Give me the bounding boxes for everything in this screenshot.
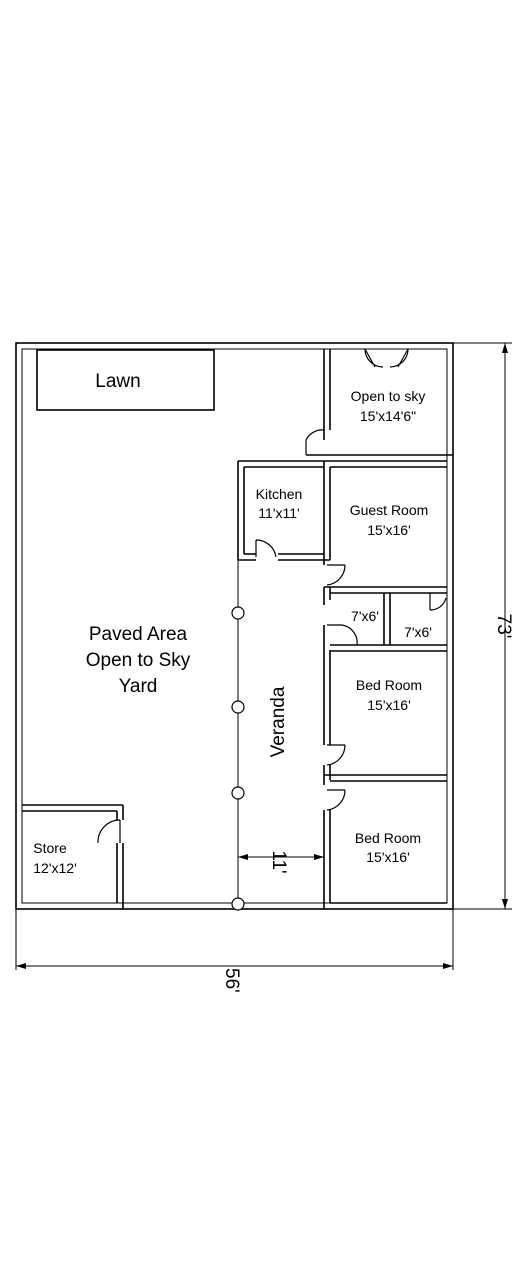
open-sky-size: 15'x14'6"	[360, 408, 416, 424]
kitchen-name: Kitchen	[256, 486, 303, 502]
guest-bath-walls	[324, 466, 447, 652]
veranda-posts	[231, 560, 245, 911]
veranda-post	[231, 700, 245, 714]
dimension-lines	[15, 342, 512, 970]
bed1-size: 15'x16'	[367, 697, 411, 713]
open-to-sky-walls	[238, 349, 453, 462]
veranda-post	[231, 897, 245, 911]
paved-label-line1: Paved Area	[89, 624, 188, 645]
paved-label-line2: Open to Sky	[86, 650, 191, 671]
outer-walls	[15, 342, 454, 910]
store-walls	[22, 804, 124, 909]
guest-room-name: Guest Room	[350, 502, 429, 518]
paved-area-label: Paved Area Open to Sky Yard	[86, 624, 191, 697]
lawn-area	[36, 349, 215, 411]
kitchen-walls	[237, 461, 330, 561]
paved-label-line3: Yard	[119, 676, 158, 697]
depth-dimension: 73'	[493, 614, 514, 639]
bed2-name: Bed Room	[355, 830, 421, 846]
bed1-name: Bed Room	[356, 677, 422, 693]
bath1-size: 7'x6'	[351, 608, 379, 624]
bedroom-walls	[324, 774, 447, 904]
width-dimension: 56'	[221, 968, 242, 993]
guest-room-size: 15'x16'	[367, 522, 411, 538]
kitchen-size: 11'x11'	[258, 505, 299, 521]
spine-walls	[323, 461, 331, 909]
store-size: 12'x12'	[33, 860, 77, 876]
open-sky-name: Open to sky	[351, 388, 426, 404]
veranda-post	[231, 606, 245, 620]
veranda-label: Veranda	[268, 686, 289, 757]
bath2-size: 7'x6'	[404, 624, 432, 640]
veranda-post	[231, 786, 245, 800]
doors	[97, 348, 447, 844]
bed2-size: 15'x16'	[366, 849, 410, 865]
lawn-label: Lawn	[95, 371, 140, 392]
veranda-width-dimension: 11'	[268, 850, 289, 873]
store-name: Store	[33, 840, 67, 856]
